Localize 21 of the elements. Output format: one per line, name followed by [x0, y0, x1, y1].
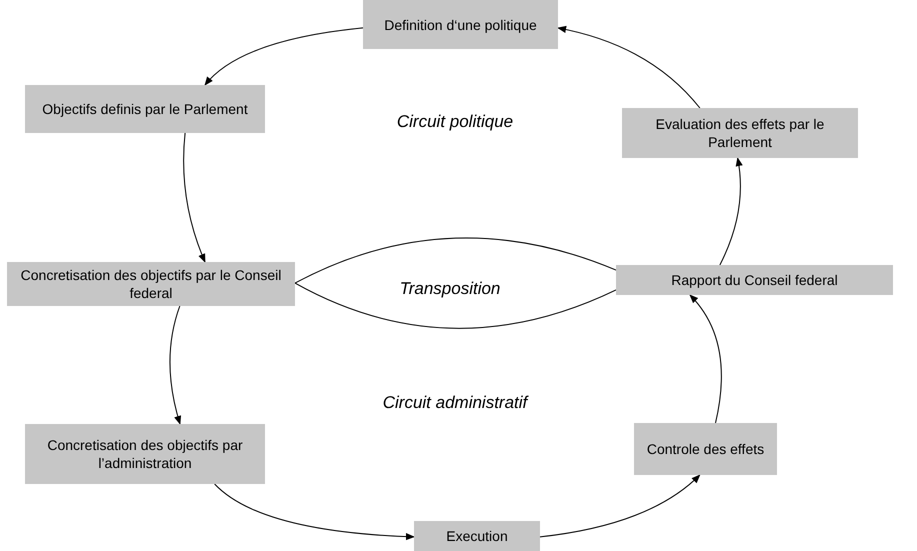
process-box: Definition d‘une politique	[363, 0, 558, 49]
arrow	[204, 27, 364, 86]
arrow	[689, 294, 722, 424]
process-box: Concretisation des objectifs par le Conseil federal	[7, 262, 295, 306]
process-box: Rapport du Conseil federal	[616, 265, 893, 295]
process-box: Objectifs definis par le Parlement	[25, 85, 265, 133]
process-box: Controle des effets	[634, 423, 777, 475]
connector-line	[294, 238, 616, 284]
arrow	[540, 474, 700, 538]
process-box: Concretisation des objectifs par l’administration	[25, 424, 265, 484]
arrow	[214, 484, 415, 540]
arrow	[183, 132, 206, 263]
process-box: Evaluation des effets par le Parlement	[622, 108, 858, 158]
circuit-label: Transposition	[400, 279, 500, 299]
arrow	[169, 306, 182, 425]
process-box: Execution	[414, 521, 540, 551]
connector-line	[294, 282, 616, 329]
circuit-label: Circuit politique	[396, 112, 514, 132]
arrow	[719, 157, 743, 266]
circuit-label: Circuit administratif	[382, 393, 528, 413]
arrow	[557, 26, 700, 108]
